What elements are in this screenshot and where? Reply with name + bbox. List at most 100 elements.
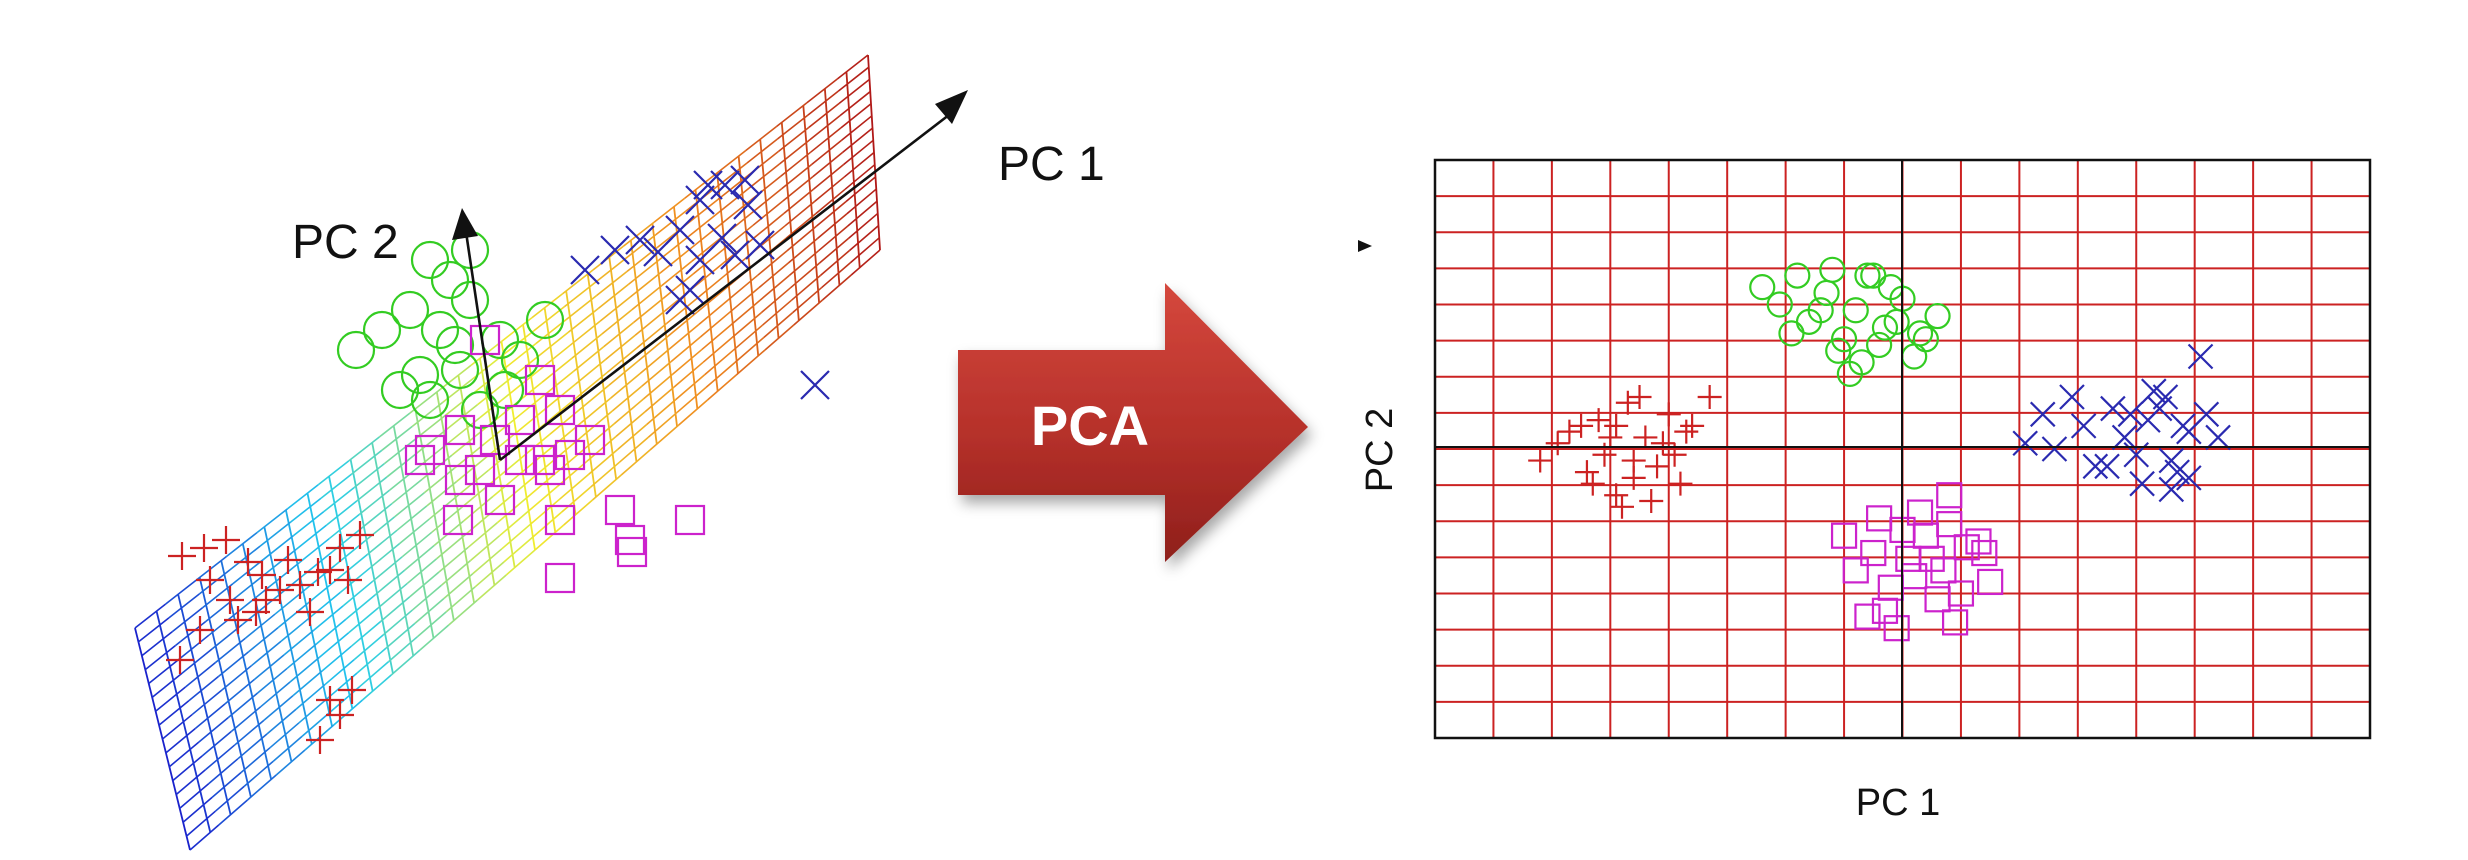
- plane-grid-line: [195, 555, 228, 581]
- point-plus: [1668, 471, 1693, 496]
- plane-grid-line: [189, 824, 220, 851]
- plane-grid-line: [745, 125, 777, 152]
- point-square: [1854, 603, 1881, 630]
- plane-grid-line: [230, 706, 262, 732]
- plane-grid-line: [364, 516, 396, 542]
- left-point-circle: [336, 330, 376, 370]
- plane-grid-line: [729, 287, 760, 313]
- left-point-circle: [400, 355, 440, 395]
- left-point-square: [574, 424, 606, 456]
- plane-grid-line: [820, 249, 851, 276]
- point-plus: [1633, 425, 1658, 450]
- plane-grid-line: [383, 438, 416, 465]
- plane-grid-line: [844, 164, 876, 190]
- plane-grid-line: [361, 674, 392, 701]
- plane-grid-line: [272, 735, 303, 762]
- plane-grid-line: [684, 173, 716, 199]
- left-point-square: [674, 504, 706, 536]
- plane-grid-line: [386, 452, 418, 478]
- plane-grid-line: [783, 188, 815, 215]
- left-point-square: [442, 504, 474, 536]
- left-point-plus: [186, 616, 214, 644]
- left-point-x: [710, 170, 740, 200]
- plane-grid-line: [845, 176, 877, 203]
- point-x: [2170, 413, 2196, 439]
- plane-grid-line: [582, 410, 613, 437]
- left-point-square: [464, 454, 496, 486]
- plane-grid-line: [601, 309, 633, 335]
- plane-grid-line: [399, 518, 430, 545]
- left-point-circle: [410, 380, 450, 420]
- plane-grid-line: [669, 323, 700, 350]
- plane-grid-line: [396, 505, 428, 531]
- plane-grid-line: [615, 411, 646, 438]
- plane-grid-line: [271, 575, 303, 602]
- plane-grid-line: [816, 200, 847, 227]
- plane-grid-line: [624, 234, 657, 260]
- plane-grid-line: [494, 484, 526, 511]
- point-plus: [1645, 454, 1670, 479]
- plane-grid-line: [695, 274, 727, 300]
- point-x: [2012, 430, 2038, 456]
- plane-grid-line: [667, 311, 699, 337]
- plane-grid-line: [226, 531, 258, 558]
- axis-tick-marker: [1358, 240, 1372, 252]
- plane-grid-line: [353, 634, 384, 661]
- plane-grid-line: [237, 733, 268, 760]
- plane-grid-line: [557, 460, 588, 487]
- left-point-circle: [420, 310, 460, 350]
- plane-grid-line: [580, 397, 612, 424]
- plane-grid-line: [596, 270, 628, 297]
- plane-grid-line: [541, 357, 573, 384]
- plane-grid-line: [689, 223, 722, 250]
- plane-grid-line: [348, 436, 380, 462]
- pc2-axis-label: PC 2: [292, 216, 399, 269]
- plane-grid-line: [356, 647, 387, 674]
- plane-grid-line: [179, 782, 210, 809]
- plane-grid-line: [617, 423, 648, 450]
- left-point-square: [614, 524, 646, 556]
- plane-grid-line: [733, 324, 764, 351]
- plane-grid-line: [842, 127, 874, 154]
- plane-grid-line: [438, 546, 469, 573]
- point-circle: [1749, 274, 1776, 301]
- plane-grid-line: [404, 544, 435, 571]
- plane-grid-line: [620, 449, 651, 476]
- plane-grid-line: [218, 651, 249, 678]
- point-plus: [1545, 431, 1570, 456]
- plane-grid-line: [380, 596, 411, 623]
- plane-grid-line: [779, 139, 811, 165]
- plane-grid-line: [633, 297, 664, 324]
- plane-grid-line: [746, 138, 778, 164]
- plane-grid-line: [214, 785, 245, 812]
- plane-grid-line: [814, 176, 845, 202]
- plane-grid-line: [423, 467, 455, 494]
- plane-grid-line: [382, 609, 413, 636]
- left-point-square: [404, 444, 436, 476]
- left-point-x: [733, 190, 763, 220]
- plane-grid-line: [526, 472, 557, 499]
- plane-grid-line: [463, 495, 494, 522]
- plane-grid-line: [476, 574, 507, 601]
- plane-grid-line: [224, 678, 256, 705]
- point-square: [1930, 557, 1957, 584]
- left-point-circle: [440, 350, 480, 390]
- plane-grid-line: [401, 531, 433, 558]
- plane-grid-line: [665, 298, 697, 325]
- pc1-arrowhead: [935, 90, 968, 124]
- plane-grid-line: [257, 667, 288, 694]
- left-point-plus: [304, 558, 332, 586]
- plane-grid-line: [208, 610, 240, 636]
- plane-grid-line: [575, 358, 606, 385]
- plane-grid-line: [286, 643, 317, 670]
- plane-grid-line: [727, 274, 759, 301]
- plane-grid-line: [388, 465, 421, 491]
- plane-grid-line: [292, 670, 323, 697]
- point-circle: [1825, 337, 1852, 364]
- plane-grid-line: [419, 624, 450, 651]
- left-point-square: [444, 414, 476, 446]
- plane-grid-line: [778, 126, 810, 153]
- plane-grid-line: [521, 446, 553, 473]
- plane-grid-line: [608, 360, 639, 386]
- plane-grid-line: [298, 697, 329, 724]
